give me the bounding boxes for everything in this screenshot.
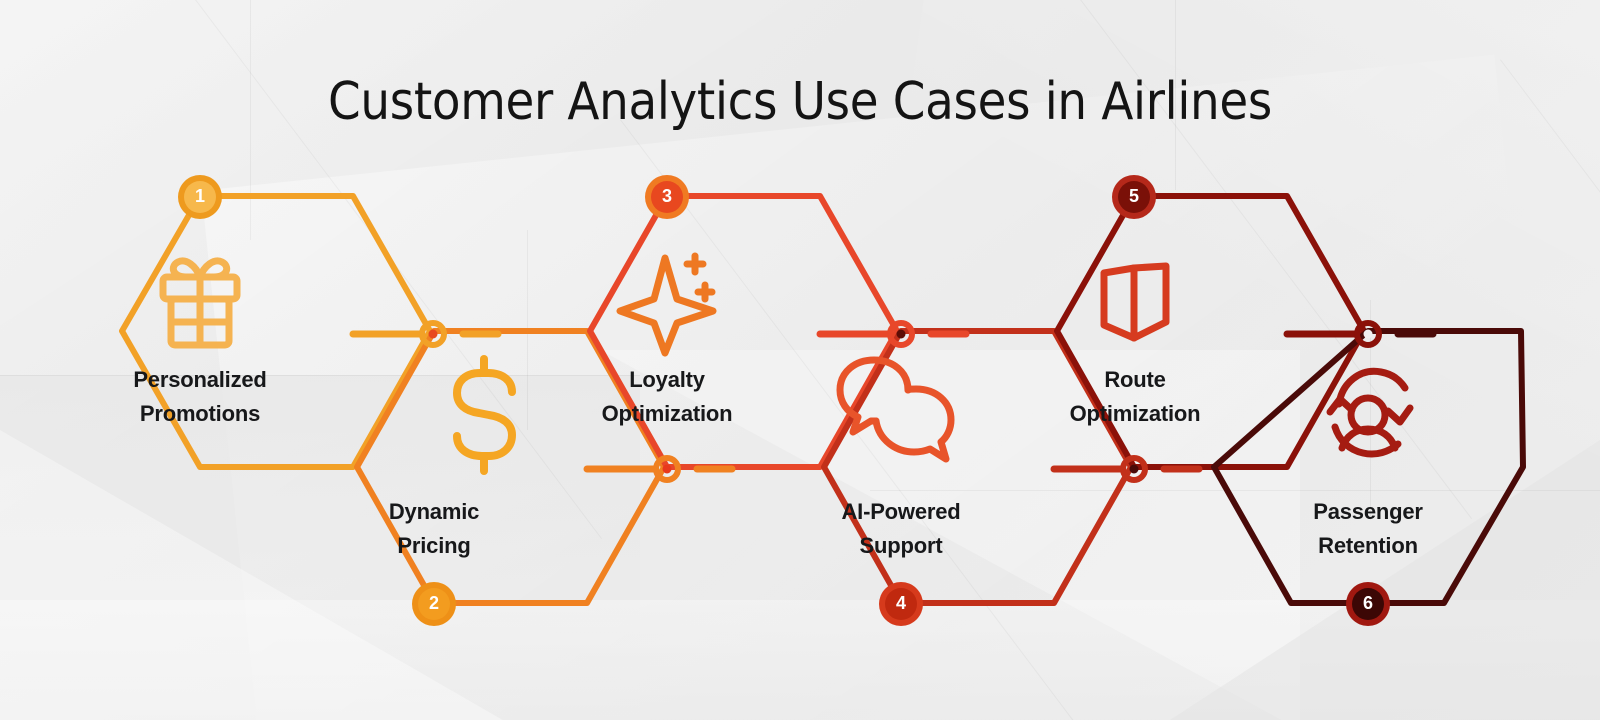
hexagon-step-3[interactable] [587, 193, 900, 470]
dollar-icon [453, 355, 516, 475]
connector-4-to-5 [1050, 455, 1203, 483]
background-line-v1 [250, 0, 251, 240]
background-line-h1 [0, 375, 640, 376]
step-badge-2[interactable] [412, 582, 456, 626]
sparkle-icon [616, 252, 717, 357]
step-badge-4[interactable] [879, 582, 923, 626]
background-line-v4 [1370, 300, 1371, 520]
connector-2-to-3 [583, 455, 736, 483]
step-badge-3[interactable] [645, 175, 689, 219]
user-retention-icon [1326, 367, 1414, 458]
hexagon-outline-3 [587, 193, 900, 470]
connector-1-to-2 [349, 320, 502, 348]
hexagon-step-1[interactable] [119, 193, 433, 470]
chat-bubbles-icon [836, 356, 955, 463]
background-triangle-1 [0, 430, 520, 720]
hexagon-outline-1 [119, 193, 433, 470]
background-line-v2 [1175, 0, 1176, 190]
map-icon [1100, 262, 1170, 342]
hexagon-outline-5 [1054, 193, 1367, 470]
hexagon-step-5[interactable] [1054, 193, 1367, 470]
connector-3-to-4 [816, 320, 970, 348]
page-title: Customer Analytics Use Cases in Airlines [328, 72, 1272, 132]
background-line-h2 [870, 490, 1600, 491]
gift-icon [159, 257, 241, 349]
step-badge-6[interactable] [1346, 582, 1390, 626]
hexagon-step-6[interactable] [1211, 328, 1526, 606]
step-badge-5[interactable] [1112, 175, 1156, 219]
step-badge-1[interactable] [178, 175, 222, 219]
connector-5-to-6 [1283, 320, 1437, 348]
hexagon-outline-6 [1211, 328, 1526, 606]
background-triangle-3 [1170, 440, 1600, 720]
